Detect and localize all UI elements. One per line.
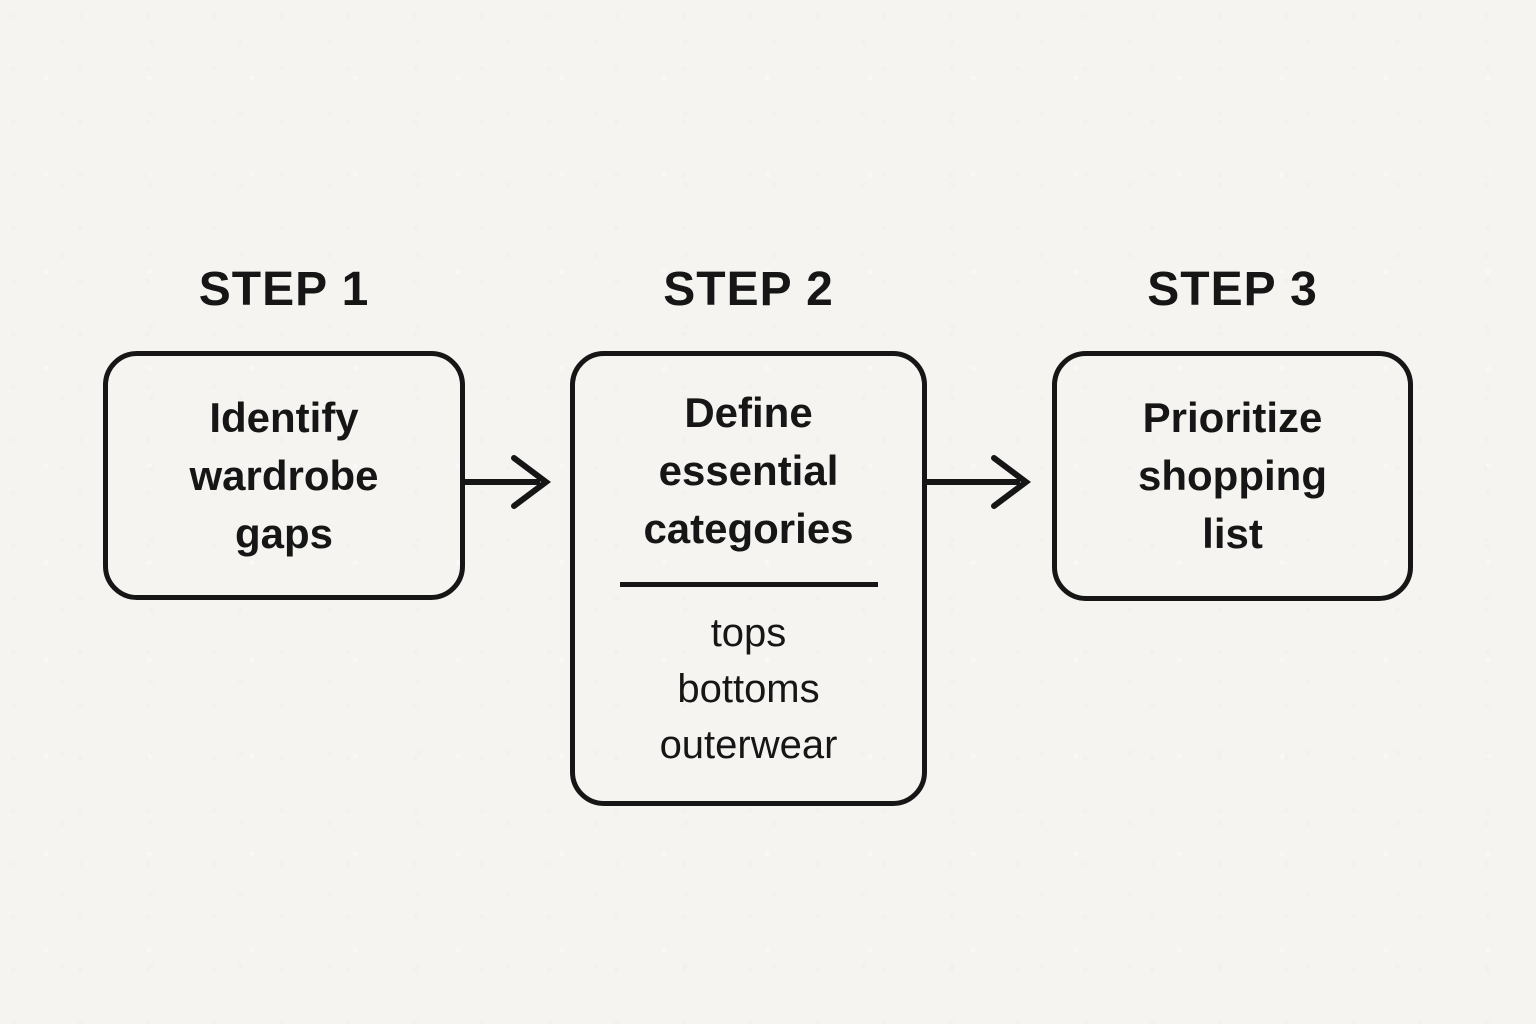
step-2-box-line: essential xyxy=(658,447,839,494)
step-3-box-line: list xyxy=(1202,510,1263,557)
step-2-title: STEP 2 xyxy=(663,263,834,316)
category-item: outerwear xyxy=(659,723,838,767)
step-3-box: Prioritize shopping list xyxy=(1052,351,1413,601)
category-item: bottoms xyxy=(677,667,820,711)
step-1-box-line: gaps xyxy=(234,509,334,557)
step-2: STEP 2 Define essential categories tops … xyxy=(570,265,927,806)
step-1-box: Identify wardrobe gaps xyxy=(103,351,465,600)
step-3-box-line: shopping xyxy=(1138,452,1327,499)
step-1-box-line: Identify xyxy=(209,393,359,441)
step-2-box: Define essential categories tops bottoms… xyxy=(570,351,927,806)
category-item: tops xyxy=(710,611,787,655)
step-2-box-line: categories xyxy=(643,505,854,552)
arrow-right-icon xyxy=(924,455,1031,509)
step-1: STEP 1 Identify wardrobe gaps xyxy=(103,265,465,600)
category-divider xyxy=(619,582,878,587)
arrow-right-icon xyxy=(462,455,551,509)
step-3: STEP 3 Prioritize shopping list xyxy=(1052,265,1413,601)
step-3-box-line: Prioritize xyxy=(1142,394,1323,441)
step-1-title: STEP 1 xyxy=(198,263,370,316)
step-2-box-line: Define xyxy=(684,389,813,436)
step-3-title: STEP 3 xyxy=(1147,263,1318,316)
step-1-box-line: wardrobe xyxy=(189,451,379,499)
